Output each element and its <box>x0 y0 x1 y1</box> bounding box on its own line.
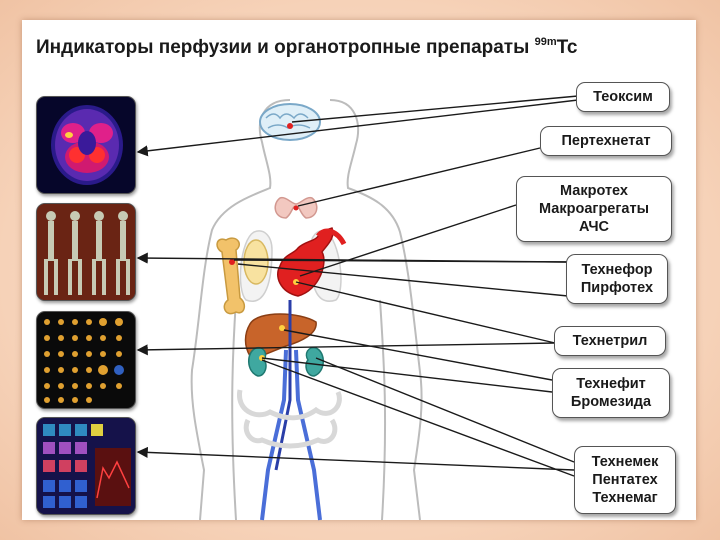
label-line: АЧС <box>517 218 671 236</box>
label-line: Технефит <box>553 375 669 393</box>
label-technefit: Технефит Бромезида <box>552 368 670 418</box>
arrow-technefit <box>284 330 552 380</box>
arrows <box>138 96 578 476</box>
label-makrotekh: Макротех Макроагрегаты АЧС <box>516 176 672 242</box>
label-line: Технефор <box>567 261 667 279</box>
label-line: Макротех <box>517 182 671 200</box>
arrow-technetril-image <box>138 343 555 350</box>
label-pertechnetate: Пертехнетат <box>540 126 672 156</box>
arrow-pertechnetate <box>298 148 540 206</box>
spleen-icon <box>244 240 268 284</box>
label-line: Технетрил <box>555 332 665 350</box>
label-line: Технемек <box>575 453 675 471</box>
label-technemek: Технемек Пентатех Технемаг <box>574 446 676 514</box>
arrow-teoksim-image <box>138 100 578 152</box>
arrow-technemek <box>316 358 574 462</box>
label-technefor: Технефор Пирфотех <box>566 254 668 304</box>
label-line: Теоксим <box>577 88 669 106</box>
label-line: Пертехнетат <box>541 132 671 150</box>
label-line: Макроагрегаты <box>517 200 671 218</box>
label-line: Бромезида <box>553 393 669 411</box>
label-line: Пирфотех <box>567 279 667 297</box>
label-technetril: Технетрил <box>554 326 666 356</box>
label-line: Пентатех <box>575 471 675 489</box>
label-line: Технемаг <box>575 489 675 507</box>
label-teoksim: Теоксим <box>576 82 670 112</box>
arrow-bromezida <box>262 358 552 392</box>
thyroid-icon <box>275 198 317 218</box>
